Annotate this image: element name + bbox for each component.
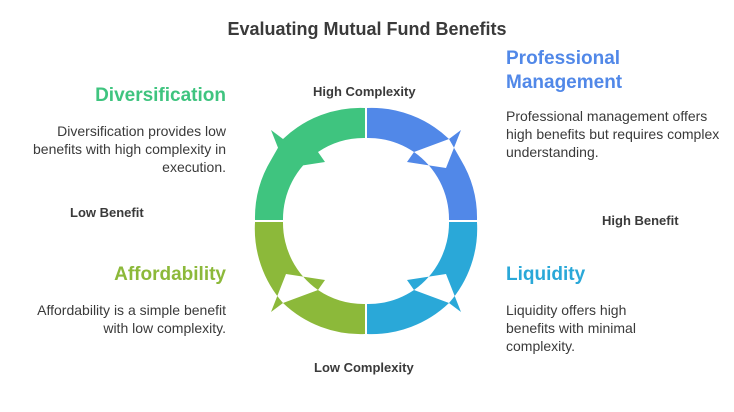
- quadrant-title-diversification: Diversification: [95, 85, 226, 106]
- segment-affordability: [254, 222, 365, 335]
- quadrant-title-affordability: Affordability: [114, 264, 226, 285]
- quadrant-desc-diversification: Diversification provides low benefits wi…: [33, 123, 226, 175]
- axis-label-top: High Complexity: [313, 84, 416, 99]
- quadrant-desc-professional-management: Professional management offers high bene…: [506, 108, 720, 160]
- quadrant-title-professional-management: Professional Management: [506, 48, 623, 93]
- segment-liquidity: [367, 222, 478, 335]
- axis-label-left: Low Benefit: [70, 205, 144, 220]
- quadrant-title-liquidity: Liquidity: [506, 264, 586, 285]
- axis-label-bottom: Low Complexity: [314, 360, 414, 375]
- quadrant-desc-liquidity: Liquidity offers high benefits with mini…: [506, 302, 636, 354]
- segment-diversification: [254, 107, 365, 220]
- segment-professional-management: [367, 107, 478, 220]
- axis-label-right: High Benefit: [602, 213, 679, 228]
- diagram-title: Evaluating Mutual Fund Benefits: [227, 19, 507, 39]
- quadrant-desc-affordability: Affordability is a simple benefit with l…: [37, 302, 226, 336]
